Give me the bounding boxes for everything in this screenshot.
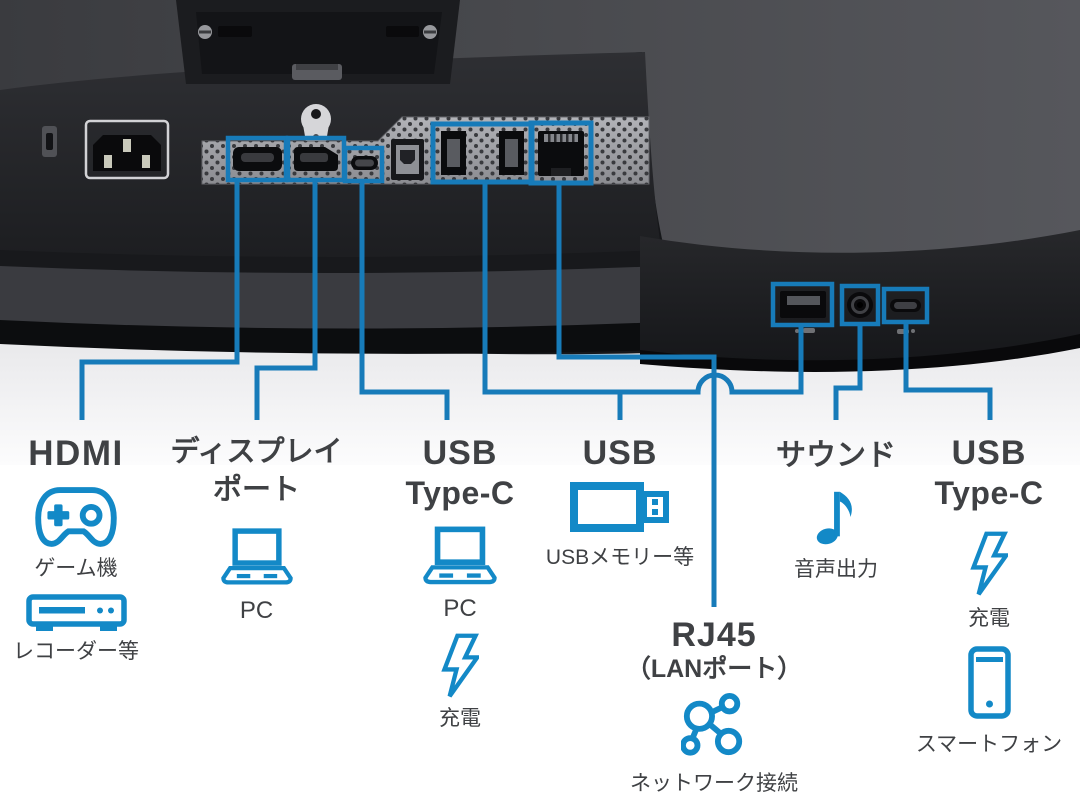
- section-hdmi: HDMI ゲーム機 レコーダー等: [8, 434, 144, 665]
- section-title: ディスプレイ: [170, 436, 343, 468]
- section-title: USB: [951, 434, 1027, 472]
- section-title: RJ45: [671, 616, 757, 654]
- monitor-back-shell: [0, 0, 1080, 260]
- section-usb: USB USBメモリー等: [546, 433, 694, 571]
- item-label: スマートフォン: [915, 733, 1063, 756]
- item-label: 音声出力: [794, 558, 878, 581]
- item-label: 充電: [968, 607, 1010, 630]
- item-label: レコーダー等: [13, 640, 139, 663]
- hdmi-callout-line: [79, 180, 240, 420]
- photo-background: [0, 150, 1080, 465]
- lightning-bolt-icon: [970, 531, 1008, 596]
- rj45-port: [538, 131, 584, 176]
- network-icon: [681, 692, 743, 756]
- usb-c-side-port: [890, 299, 921, 312]
- audio-jack-highlight-box: [839, 283, 881, 327]
- item-label: PC: [239, 597, 274, 624]
- laptop-icon: [220, 528, 293, 585]
- section-title: サウンド: [776, 439, 896, 472]
- section-title: USB: [422, 434, 498, 472]
- usb-a-rear-highlight-box: [430, 121, 535, 185]
- section-title: HDMI: [28, 434, 124, 473]
- gamepad-icon: [35, 487, 117, 547]
- displayport-highlight-box: [285, 135, 347, 183]
- recorder-icon: [25, 594, 127, 631]
- stand-mount: [176, 0, 460, 84]
- sound-callout-line: [833, 324, 863, 420]
- usb-c-rear-callout-line: [359, 181, 450, 420]
- usb-c-rear-highlight-box: [342, 145, 385, 184]
- usb-a-side-port: [780, 291, 826, 318]
- usb-callout-line: [482, 182, 804, 395]
- item-label: ゲーム機: [34, 557, 118, 580]
- section-title: USB: [582, 434, 658, 472]
- rj45-highlight-box: [528, 120, 594, 186]
- hdmi-highlight-box: [225, 135, 289, 183]
- audio-jack-port: [847, 292, 873, 318]
- section-title: Type-C: [405, 475, 515, 511]
- monitor-port-face: [0, 52, 662, 267]
- section-title: Type-C: [934, 475, 1044, 511]
- monitor-edge-band-mid: [0, 266, 662, 331]
- usb-memory-icon: [570, 482, 669, 532]
- item-label: PC: [443, 595, 477, 622]
- section-usb-type-c-rear: USB Type-C PC 充電: [395, 433, 525, 732]
- laptop-icon: [423, 526, 497, 585]
- section-usb-type-c-side: USB Type-C 充電 スマートフォン: [916, 433, 1062, 758]
- usb-c-rear-port: [351, 156, 378, 170]
- monitor-silhouette: [0, 0, 1080, 368]
- hanger-bracket: [301, 104, 331, 152]
- item-label: ネットワーク接続: [630, 772, 798, 795]
- item-label: USBメモリー等: [545, 546, 695, 569]
- security-lock-slot: [42, 126, 57, 157]
- music-note-icon: [816, 491, 852, 545]
- usb-b-port: [391, 139, 424, 180]
- usb-c-side-callout-line: [903, 322, 993, 420]
- section-displayport: ディスプレイ ポート PC: [171, 433, 343, 625]
- hdmi-port: [233, 147, 282, 171]
- monitor-side-strip: [640, 230, 1080, 361]
- usb-c-side-highlight-box: [881, 286, 930, 325]
- lightning-bolt-icon: [441, 633, 479, 698]
- displayport-callout-line: [254, 180, 318, 420]
- usb-a-rear-ports: [441, 131, 524, 175]
- side-port-glyphs: [795, 328, 915, 334]
- monitor-side-strip-edge: [640, 334, 1080, 372]
- monitor-edge-band-dark: [0, 250, 662, 275]
- smartphone-icon: [967, 646, 1011, 719]
- power-inlet: [84, 119, 170, 180]
- item-label: 充電: [439, 707, 481, 730]
- displayport-port: [294, 147, 338, 171]
- section-rj45: RJ45 （LANポート） ネットワーク接続: [626, 616, 802, 797]
- usb-a-side-highlight-box: [770, 281, 835, 328]
- section-title: ポート: [212, 474, 300, 506]
- section-sound: サウンド 音声出力: [768, 437, 904, 583]
- monitor-edge-band-black: [0, 320, 662, 354]
- section-subtitle: （LANポート）: [625, 655, 803, 683]
- port-panel: [201, 116, 650, 185]
